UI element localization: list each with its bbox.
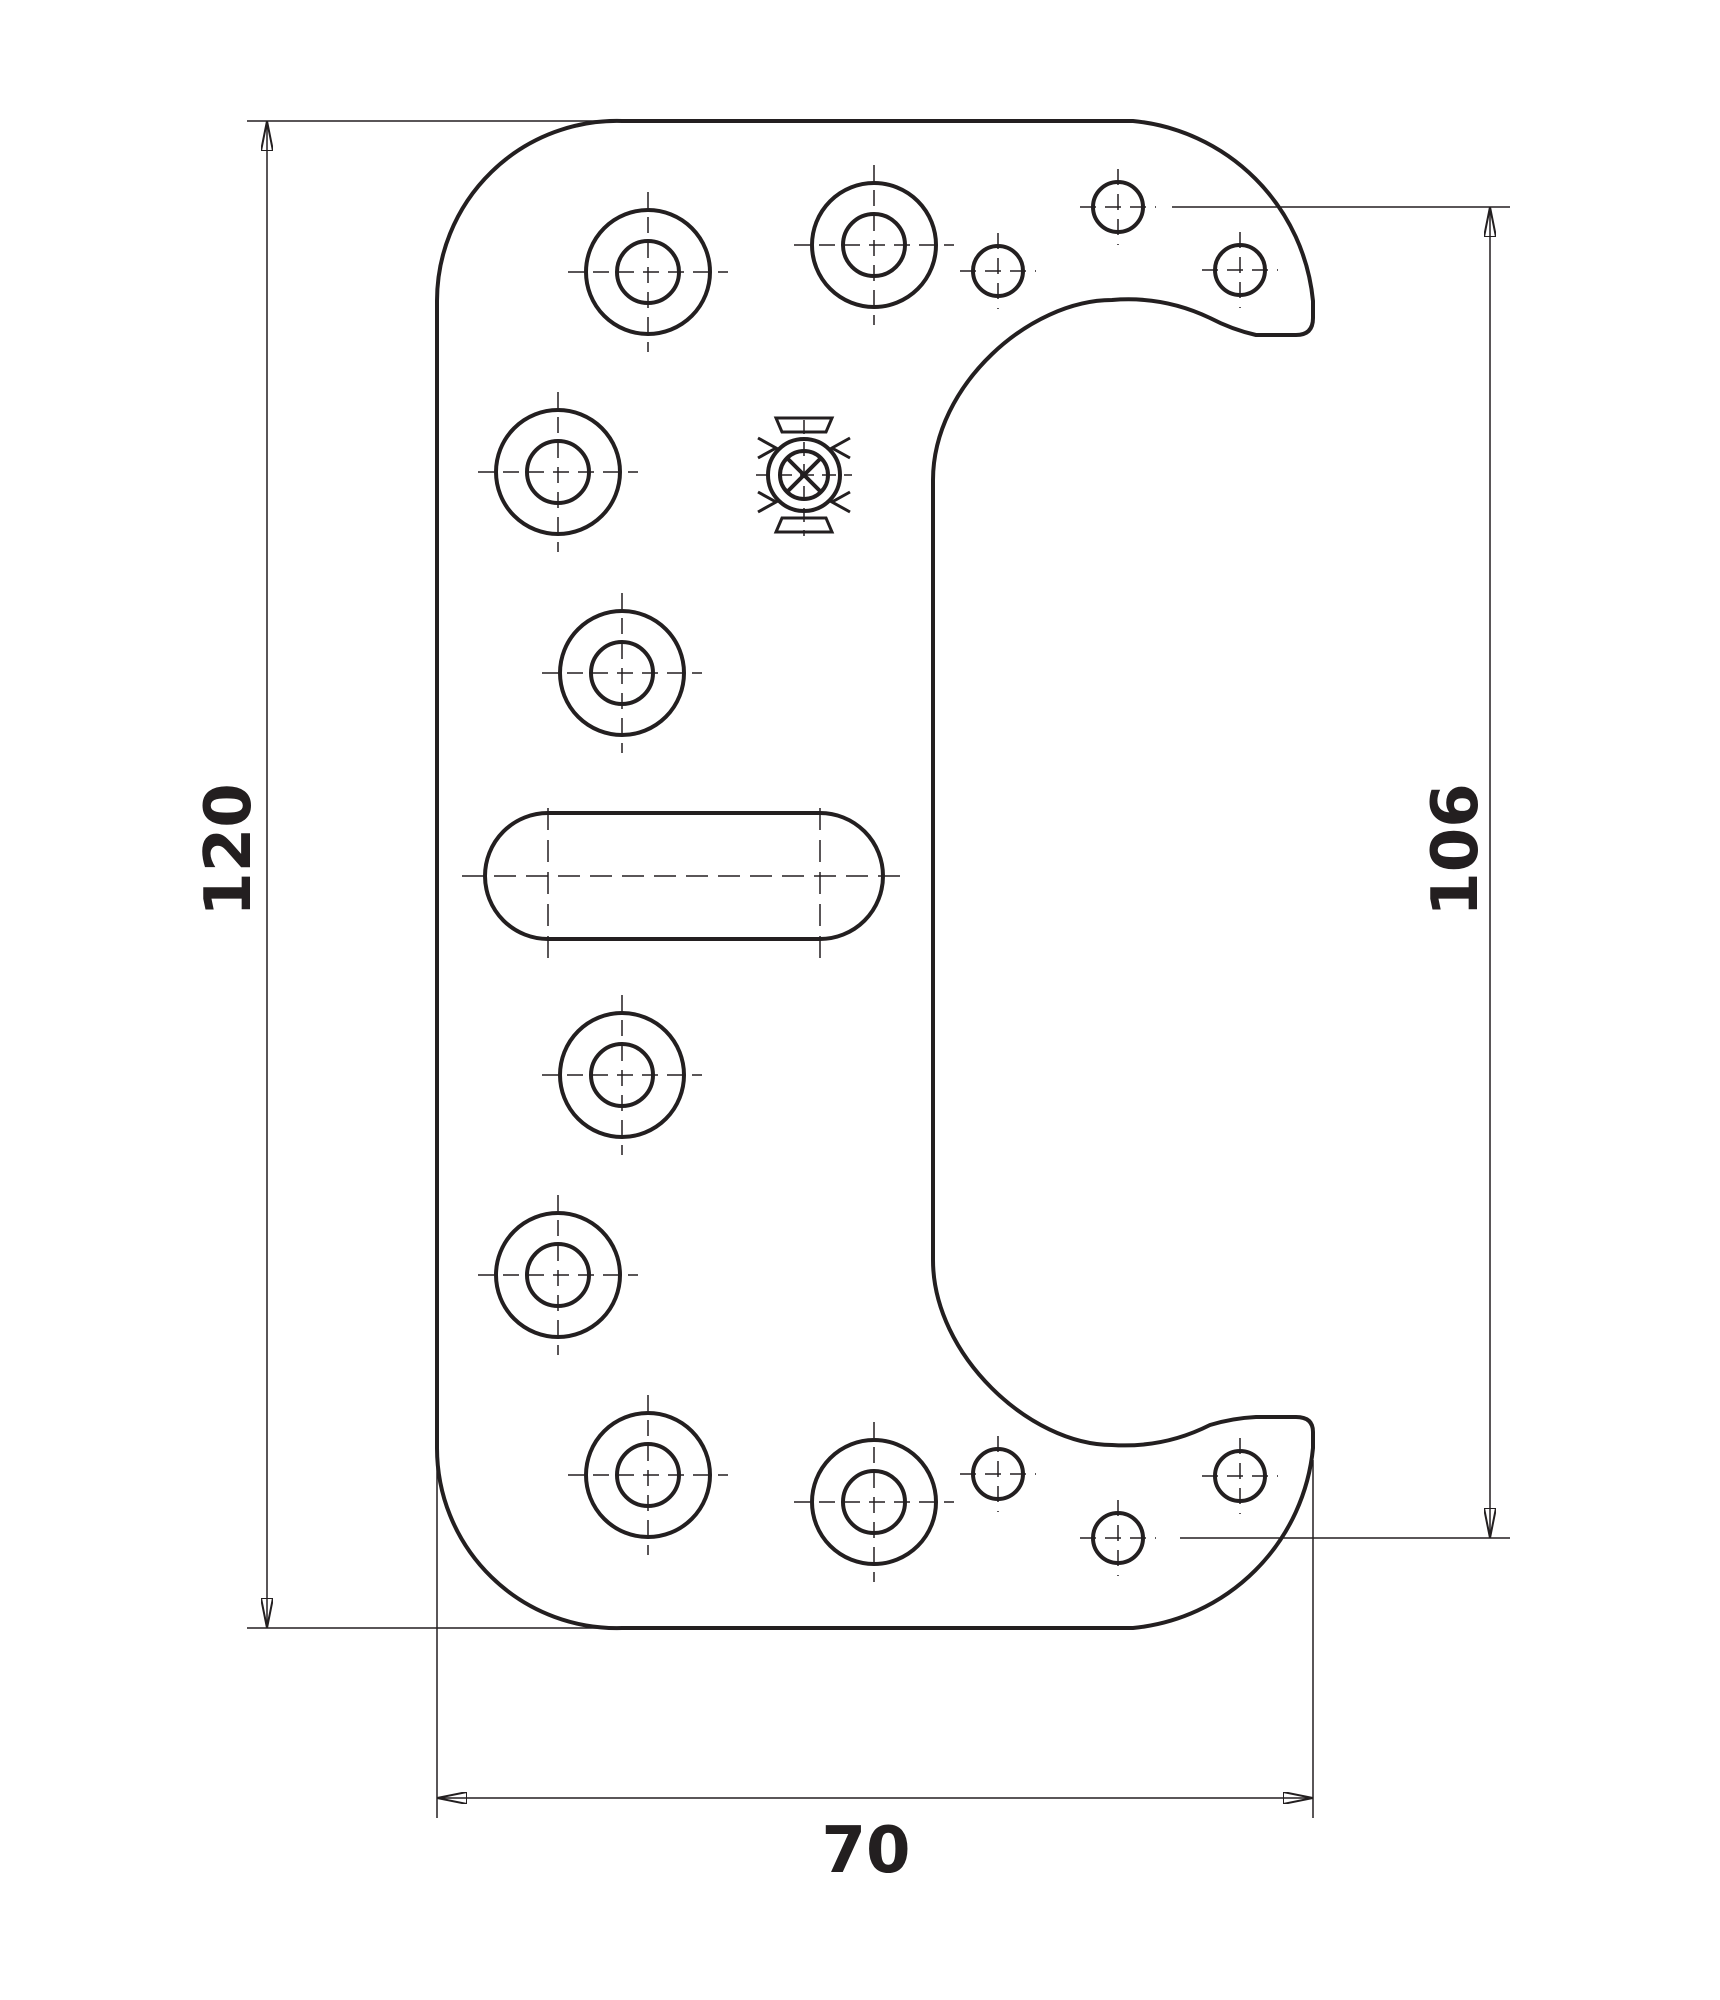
small-hole [1202,232,1278,308]
hole-centerlines [542,593,702,753]
slot-centerlines [462,808,910,960]
hole-centerlines [478,1195,638,1355]
dimension-height-inner [1172,206,1510,1539]
countersunk-hole [568,192,728,352]
small-hole [1202,1438,1278,1514]
hole-centerlines [1080,1500,1156,1576]
countersunk-hole [478,392,638,552]
dimension-height-total [247,120,622,1629]
dimension-width [436,1460,1314,1818]
hole-centerlines [1080,169,1156,245]
hole-centerlines [568,192,728,352]
dimension-label-width: 70 [821,1814,910,1888]
countersunk-holes [478,165,954,1582]
countersunk-hole [794,1422,954,1582]
hole-centerlines [568,1395,728,1555]
dimension-label-height-inner: 106 [1419,783,1493,917]
hole-centerlines [478,392,638,552]
hole-centerlines [794,165,954,325]
quality-mark-icon [756,416,852,536]
countersunk-hole [478,1195,638,1355]
hole-centerlines [960,233,1036,309]
countersunk-hole [542,995,702,1155]
countersunk-hole [794,165,954,325]
small-hole [960,1436,1036,1512]
hole-centerlines [960,1436,1036,1512]
countersunk-hole [542,593,702,753]
hole-centerlines [1202,1438,1278,1514]
hole-centerlines [542,995,702,1155]
hole-centerlines [1202,232,1278,308]
dimension-label-height-total: 120 [192,783,266,917]
hole-centerlines [794,1422,954,1582]
small-hole [1080,169,1156,245]
small-hole [1080,1500,1156,1576]
small-holes [960,169,1278,1576]
small-hole [960,233,1036,309]
plate-outline [435,118,1315,1631]
countersunk-hole [568,1395,728,1555]
